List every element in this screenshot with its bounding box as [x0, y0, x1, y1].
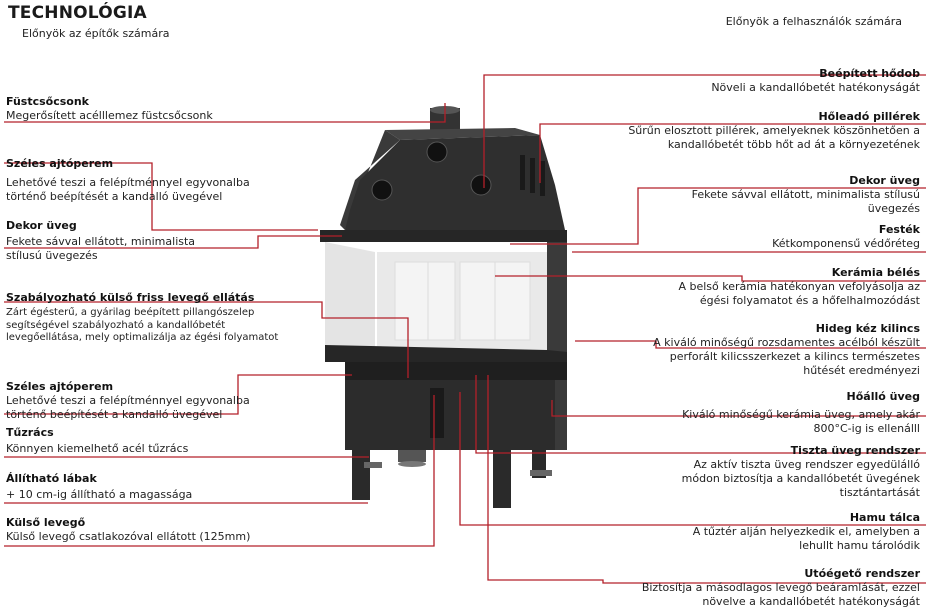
- label-desc: A kiváló minőségű rozsdamentes acélból k…: [653, 336, 920, 377]
- heat-hood: [345, 135, 565, 230]
- label-wide-door-frame-2: Széles ajtóperem Lehetővé teszi a felépí…: [6, 380, 256, 422]
- label-grate: Tűzrács Könnyen kiemelhető acél tűzrács: [6, 426, 256, 456]
- label-wide-door-frame-1: Széles ajtóperem Lehetővé teszi a felépí…: [6, 157, 256, 204]
- label-title: Kerámia bélés: [831, 266, 920, 279]
- label-ash-tray: Hamu tálca A tűztér alján helyezkedik el…: [690, 511, 920, 553]
- label-desc: Külső levegő csatlakozóval ellátott (125…: [6, 530, 251, 543]
- label-title: Külső levegő: [6, 516, 86, 529]
- label-decor-glass-left: Dekor üveg Fekete sávval ellátott, minim…: [6, 219, 226, 263]
- label-adjustable-legs: Állítható lábak + 10 cm-ig állítható a m…: [6, 472, 256, 502]
- base-body: [345, 380, 555, 450]
- label-title: Tűzrács: [6, 426, 54, 439]
- label-desc: Lehetővé teszi a felépítménnyel egyvonal…: [6, 176, 250, 203]
- users-subtitle: Előnyök a felhasználók számára: [725, 15, 902, 28]
- label-desc: A tűztér alján helyezkedik el, amelyben …: [692, 525, 920, 552]
- page-title: TECHNOLÓGIA: [8, 3, 147, 23]
- label-title: Utóégető rendszer: [804, 567, 920, 580]
- label-title: Dekor üveg: [6, 219, 77, 232]
- label-title: Hőleadó pillérek: [818, 110, 920, 123]
- leg: [493, 450, 511, 508]
- door-frame-bottom: [325, 345, 567, 362]
- label-air-supply: Szabályozható külső friss levegő ellátás…: [6, 291, 296, 345]
- label-desc: Fekete sávval ellátott, minimalista stíl…: [6, 235, 196, 262]
- label-external-air: Külső levegő Külső levegő csatlakozóval …: [6, 516, 266, 544]
- label-desc: Zárt égésterű, a gyárilag beépített pill…: [6, 307, 279, 343]
- label-desc: Sűrűn elosztott pillérek, amelyeknek kös…: [628, 124, 920, 151]
- label-title: Széles ajtóperem: [6, 380, 114, 393]
- label-cold-handle: Hideg kéz kilincs A kiváló minőségű rozs…: [645, 322, 920, 378]
- label-afterburn: Utóégető rendszer Biztosítja a másodlago…: [620, 567, 920, 609]
- label-title: Beépített hődob: [819, 67, 920, 80]
- label-desc: Könnyen kiemelhető acél tűzrács: [6, 442, 189, 455]
- label-title: Széles ajtóperem: [6, 157, 114, 170]
- label-desc: A belső kerámia hatékonyan vefolyásolja …: [678, 280, 920, 307]
- label-paint: Festék Kétkomponensű védőréteg: [690, 223, 920, 251]
- label-clean-glass: Tiszta üveg rendszer Az aktív tiszta üve…: [670, 444, 920, 500]
- label-desc: Megerősített acélllemez füstcsőcsonk: [6, 109, 213, 122]
- label-desc: Kiváló minőségű kerámia üveg, amely akár…: [682, 408, 920, 435]
- label-title: Szabályozható külső friss levegő ellátás: [6, 291, 255, 304]
- label-title: Tiszta üveg rendszer: [790, 444, 920, 457]
- label-desc: Lehetővé teszi a felépítménnyel egyvonal…: [6, 394, 250, 421]
- label-title: Festék: [878, 223, 920, 236]
- label-desc: Kétkomponensű védőréteg: [772, 237, 920, 250]
- label-desc: + 10 cm-ig állítható a magassága: [6, 488, 193, 501]
- label-heat-resistant-glass: Hőálló üveg Kiváló minőségű kerámia üveg…: [650, 390, 920, 436]
- label-desc: Növeli a kandallóbetét hatékonyságát: [711, 81, 920, 94]
- label-title: Füstcsőcsonk: [6, 95, 89, 108]
- label-decor-glass-right: Dekor üveg Fekete sávval ellátott, minim…: [690, 174, 920, 216]
- label-title: Hamu tálca: [849, 511, 920, 524]
- label-ceramic-lining: Kerámia bélés A belső kerámia hatékonyan…: [660, 266, 920, 308]
- builders-subtitle: Előnyök az építők számára: [22, 27, 170, 40]
- label-title: Hideg kéz kilincs: [815, 322, 920, 335]
- label-desc: Az aktív tiszta üveg rendszer egyedüláll…: [681, 458, 920, 499]
- label-desc: Biztosítja a másodlagos levegő beáramlás…: [641, 581, 920, 608]
- label-heat-fins: Hőleadó pillérek Sűrűn elosztott pillére…: [610, 110, 920, 152]
- label-desc: Fekete sávval ellátott, minimalista stíl…: [691, 188, 920, 215]
- door-frame-top: [320, 230, 567, 242]
- label-title: Dekor üveg: [849, 174, 920, 187]
- label-title: Hőálló üveg: [846, 390, 920, 403]
- label-heat-drum: Beépített hődob Növeli a kandallóbetét h…: [620, 67, 920, 95]
- label-flue-connector: Füstcsőcsonk Megerősített acélllemez füs…: [6, 95, 266, 123]
- label-title: Állítható lábak: [6, 472, 97, 485]
